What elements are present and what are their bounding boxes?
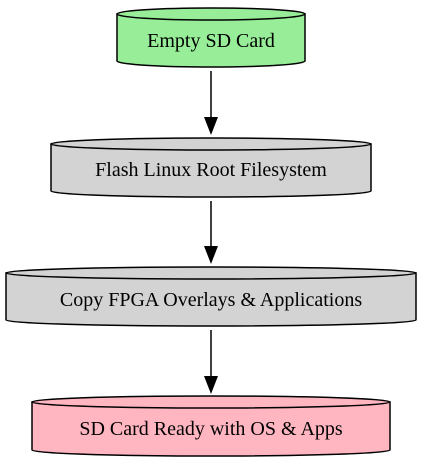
node-label: Empty SD Card — [147, 30, 275, 52]
cylinder-top — [116, 7, 306, 21]
node-copy-fpga-overlays: Copy FPGA Overlays & Applications — [5, 266, 417, 327]
node-flash-linux-root-filesystem: Flash Linux Root Filesystem — [50, 137, 372, 198]
edge-empty-to-flash — [204, 71, 218, 135]
node-empty-sd-card: Empty SD Card — [116, 7, 306, 68]
arrowhead-icon — [204, 246, 218, 264]
cylinder-top — [50, 137, 372, 151]
cylinder-body — [50, 143, 372, 198]
cylinder-top — [31, 395, 391, 409]
node-sd-card-ready: SD Card Ready with OS & Apps — [31, 395, 391, 457]
edge-copy-to-ready — [204, 330, 218, 394]
cylinder-body — [116, 13, 306, 68]
cylinder-body — [5, 272, 417, 327]
arrowhead-icon — [204, 117, 218, 135]
node-label: SD Card Ready with OS & Apps — [79, 418, 343, 440]
arrowhead-icon — [204, 376, 218, 394]
edge-flash-to-copy — [204, 201, 218, 264]
cylinder-top — [5, 266, 417, 280]
node-label: Copy FPGA Overlays & Applications — [60, 289, 362, 311]
cylinder-body — [31, 401, 391, 457]
node-label: Flash Linux Root Filesystem — [95, 159, 327, 181]
